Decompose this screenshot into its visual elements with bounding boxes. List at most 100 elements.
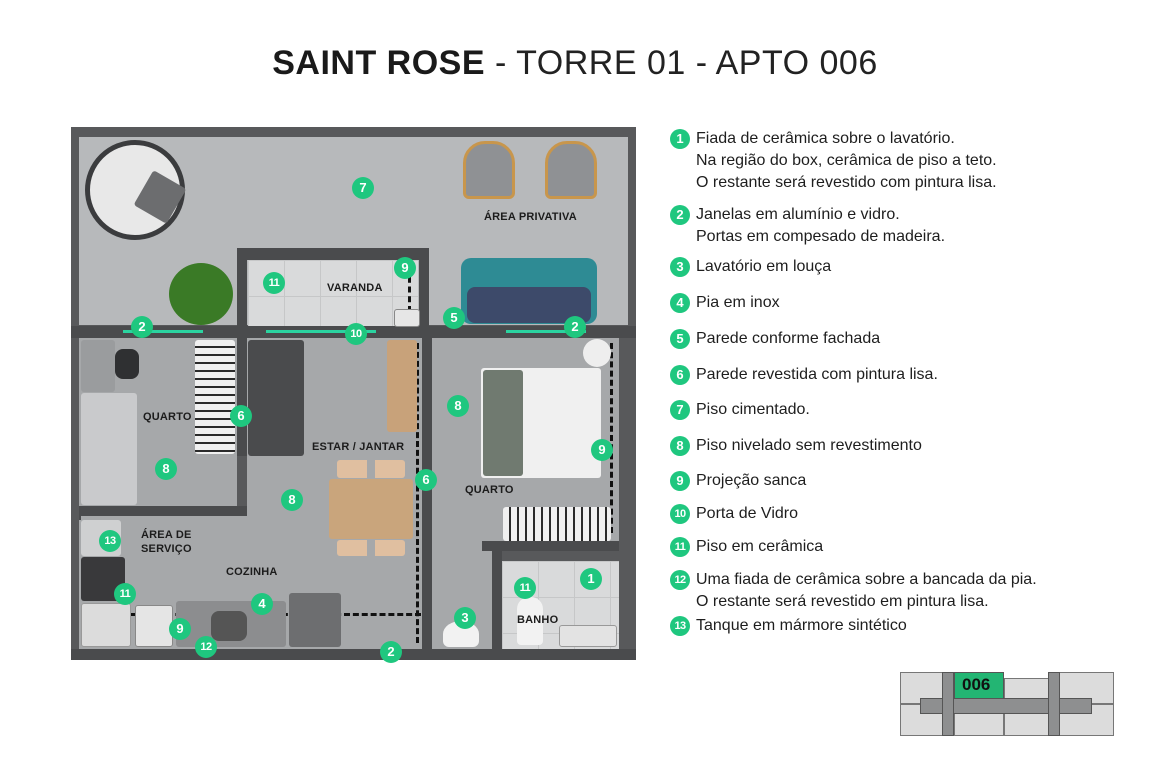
legend-line: Pia em inox: [696, 294, 780, 311]
legend-number-badge: 4: [670, 293, 690, 313]
legend-item-11: 11 Piso em cerâmica: [670, 536, 823, 558]
title-unit: - TORRE 01 - APTO 006: [485, 44, 878, 82]
marker-2: 2: [380, 641, 402, 663]
keyplan-unit: [954, 712, 1004, 736]
sink-basin: [211, 611, 247, 641]
label-cozinha: COZINHA: [226, 566, 278, 578]
keyplan-stair-left: [942, 672, 954, 736]
legend-item-7: 7 Piso cimentado.: [670, 399, 810, 421]
varanda-wall-top: [237, 248, 427, 260]
marker-9: 9: [591, 439, 613, 461]
legend-text: Uma fiada de cerâmica sobre a bancada da…: [696, 569, 1037, 613]
marker-13: 13: [99, 530, 121, 552]
varanda-wall-right: [419, 248, 429, 328]
legend-line: Portas em compesado de madeira.: [696, 228, 946, 245]
legend-line: Lavatório em louça: [696, 258, 832, 275]
legend-line: Porta de Vidro: [696, 505, 798, 522]
legend-number-badge: 3: [670, 257, 690, 277]
legend-number-badge: 7: [670, 400, 690, 420]
legend-line: Projeção sanca: [696, 472, 807, 489]
dining-chairs-top: [337, 460, 405, 478]
legend-text: Parede revestida com pintura lisa.: [696, 364, 938, 386]
legend-text: Lavatório em louça: [696, 256, 831, 278]
chair: [115, 349, 139, 379]
marker-5: 5: [443, 307, 465, 329]
nightstand: [583, 339, 611, 367]
legend-text: Porta de Vidro: [696, 503, 798, 525]
fridge: [289, 593, 341, 647]
wardrobe-quarto-2: [503, 507, 611, 541]
varanda-wall-left: [237, 248, 247, 328]
legend-number-badge: 2: [670, 205, 690, 225]
service-cabinet: [81, 603, 131, 647]
legend-line: O restante será revestido com pintura li…: [696, 174, 997, 191]
legend-item-8: 8 Piso nivelado sem revestimento: [670, 435, 922, 457]
marker-2: 2: [131, 316, 153, 338]
legend-line: Uma fiada de cerâmica sobre a bancada da…: [696, 571, 1037, 588]
legend-item-2: 2 Janelas em alumínio e vidro. Portas em…: [670, 204, 945, 248]
marker-11: 11: [114, 583, 136, 605]
armchair-1: [463, 141, 515, 199]
legend-line: Janelas em alumínio e vidro.: [696, 206, 900, 223]
legend-item-3: 3 Lavatório em louça: [670, 256, 831, 278]
marker-9: 9: [169, 618, 191, 640]
legend-item-10: 10 Porta de Vidro: [670, 503, 798, 525]
single-bed: [81, 393, 137, 505]
label-varanda: VARANDA: [327, 282, 383, 294]
legend-text: Piso cimentado.: [696, 399, 810, 421]
marker-4: 4: [251, 593, 273, 615]
key-plan: 006: [898, 668, 1118, 740]
wardrobe-quarto-1: [195, 340, 235, 454]
wall-estar-right: [422, 338, 432, 649]
floor-plan: ÁREA PRIVATIVA VARANDA QUARTO ESTAR / JA…: [71, 127, 636, 663]
armchair-2: [545, 141, 597, 199]
legend-number-badge: 5: [670, 329, 690, 349]
window-quarto-2: [506, 330, 586, 333]
wall-servico-top: [79, 516, 81, 520]
legend-item-12: 12 Uma fiada de cerâmica sobre a bancada…: [670, 569, 1037, 613]
legend-number-badge: 13: [670, 616, 690, 636]
plant: [169, 263, 233, 325]
legend-item-1: 1 Fiada de cerâmica sobre o lavatório. N…: [670, 128, 997, 194]
marker-11: 11: [514, 577, 536, 599]
legend-item-5: 5 Parede conforme fachada: [670, 328, 880, 350]
legend-line: Piso em cerâmica: [696, 538, 824, 555]
wall-banho-left: [492, 541, 502, 649]
toilet: [517, 597, 543, 645]
legend-text: Tanque em mármore sintético: [696, 615, 907, 637]
wall-quarto2-bottom: [482, 541, 619, 551]
label-area-privativa: ÁREA PRIVATIVA: [484, 211, 577, 223]
title-building: SAINT ROSE: [272, 44, 486, 82]
sofa: [248, 340, 304, 456]
legend-item-6: 6 Parede revestida com pintura lisa.: [670, 364, 938, 386]
sanca-line-estar: [416, 343, 419, 643]
legend-number-badge: 1: [670, 129, 690, 149]
marker-1: 1: [580, 568, 602, 590]
legend-line: Parede conforme fachada: [696, 330, 881, 347]
legend-item-9: 9 Projeção sanca: [670, 470, 806, 492]
marker-9: 9: [394, 257, 416, 279]
wall-quarto1-right: [237, 338, 247, 456]
marker-8: 8: [155, 458, 177, 480]
label-area-servico-1: ÁREA DE: [141, 529, 192, 541]
marker-10: 10: [345, 323, 367, 345]
dining-chairs-bottom: [337, 540, 405, 556]
legend-item-13: 13 Tanque em mármore sintético: [670, 615, 907, 637]
marker-8: 8: [447, 395, 469, 417]
wall-quarto1-bottom: [79, 506, 247, 516]
label-quarto-1: QUARTO: [143, 411, 192, 423]
legend-text: Fiada de cerâmica sobre o lavatório. Na …: [696, 128, 997, 194]
marker-12: 12: [195, 636, 217, 658]
label-area-servico-2: SERVIÇO: [141, 543, 192, 555]
legend-number-badge: 6: [670, 365, 690, 385]
marker-3: 3: [454, 607, 476, 629]
legend-line: O restante será revestido em pintura lis…: [696, 593, 989, 610]
desk: [81, 340, 115, 392]
label-quarto-2: QUARTO: [465, 484, 514, 496]
keyplan-stair-right: [1048, 672, 1060, 736]
bottom-wall: [71, 649, 636, 660]
bed-throw: [483, 370, 523, 476]
legend-line: Na região do box, cerâmica de piso a tet…: [696, 152, 997, 169]
varanda-cabinet: [394, 309, 420, 327]
legend-text: Piso em cerâmica: [696, 536, 823, 558]
